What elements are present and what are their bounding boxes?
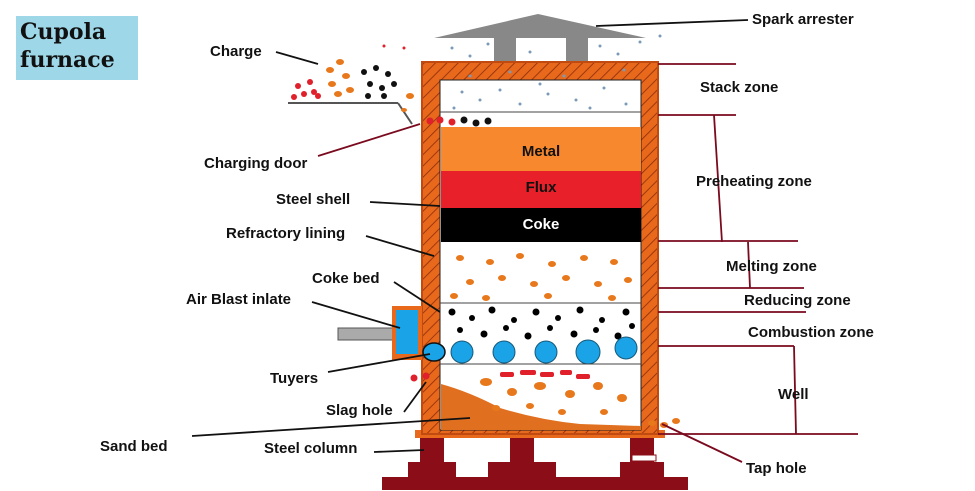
coke-bed-particles — [448, 306, 635, 340]
charge-pile — [288, 44, 414, 125]
title-line-1: Cupola — [20, 19, 107, 45]
label-melting-zone: Melting zone — [726, 258, 817, 275]
stack-gas — [450, 34, 662, 110]
label-coke-bed: Coke bed — [312, 270, 380, 287]
air-blast-inlet — [337, 306, 446, 362]
metal-layer — [441, 127, 641, 171]
label-refractory-lining: Refractory lining — [226, 225, 346, 242]
coke-layer — [441, 208, 641, 242]
spark-arrester — [434, 14, 646, 64]
zone-lines — [595, 19, 858, 463]
label-air-blast-inlate: Air Blast inlate — [186, 291, 292, 308]
label-sand-bed: Sand bed — [100, 438, 168, 455]
charge-in-door — [426, 116, 492, 127]
steel-columns — [382, 436, 688, 490]
label-stack-zone: Stack zone — [700, 79, 779, 96]
label-steel-shell: Steel shell — [276, 191, 351, 208]
label-preheating-zone: Preheating zone — [696, 173, 812, 190]
title-box: Cupola furnace — [16, 16, 138, 80]
label-charge: Charge — [210, 43, 262, 60]
left-leader-lines — [191, 51, 471, 453]
flux-label: Flux — [525, 179, 557, 196]
title-line-2: furnace — [20, 47, 115, 73]
tuyeres — [450, 336, 638, 365]
label-tap-hole: Tap hole — [746, 460, 807, 477]
label-steel-column: Steel column — [264, 440, 358, 457]
label-tuyers: Tuyers — [270, 370, 319, 387]
coke-label: Coke — [522, 216, 560, 233]
label-slag-hole: Slag hole — [326, 402, 393, 419]
label-well: Well — [778, 386, 809, 403]
label-reducing-zone: Reducing zone — [744, 292, 851, 309]
flux-layer — [441, 171, 641, 208]
metal-label: Metal — [521, 143, 561, 160]
label-charging-door: Charging door — [204, 155, 308, 172]
well-contents — [410, 370, 641, 430]
label-combustion-zone: Combustion zone — [748, 324, 874, 341]
label-spark-arrester: Spark arrester — [752, 11, 854, 28]
melting-zone-droplets — [450, 253, 632, 301]
